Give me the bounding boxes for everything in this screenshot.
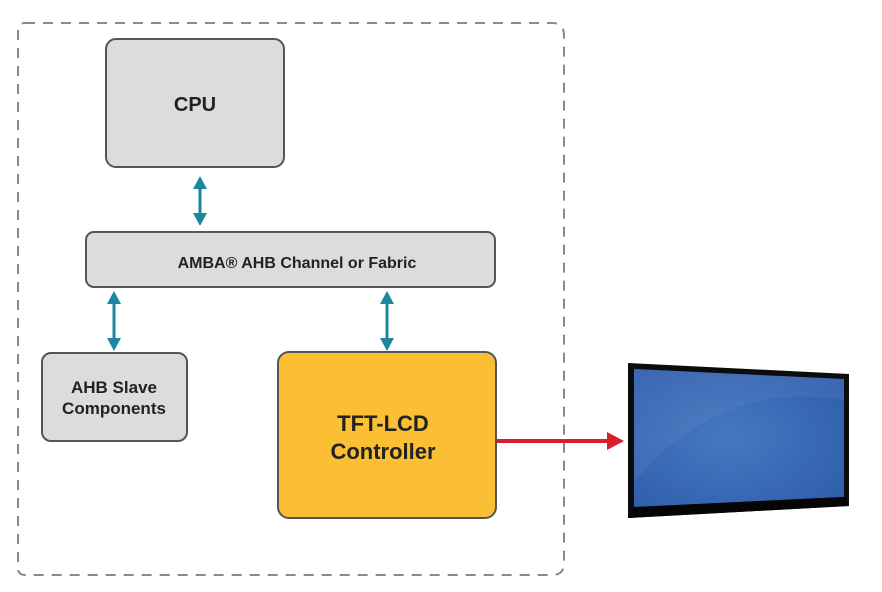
arrowhead-up-icon bbox=[107, 291, 121, 304]
tft-lcd-controller-box bbox=[277, 351, 497, 519]
ahb-slave-label-line1: AHB Slave bbox=[71, 378, 157, 397]
arrowhead-down-icon bbox=[107, 338, 121, 351]
ahb-slave-block[interactable]: AHB Slave Components bbox=[41, 352, 188, 442]
arrowhead-down-icon bbox=[193, 213, 207, 226]
arrowhead-up-icon bbox=[380, 291, 394, 304]
ahb-bus-label: AMBA® AHB Channel or Fabric bbox=[178, 255, 417, 272]
display-reflection bbox=[634, 369, 844, 482]
ahb-slave-box bbox=[41, 352, 188, 442]
cpu-block[interactable]: CPU bbox=[105, 38, 285, 168]
arrow-cpu-bus bbox=[193, 176, 207, 226]
ahb-bus-box bbox=[85, 231, 496, 288]
lcd-display-icon bbox=[628, 363, 849, 518]
arrowhead-right-icon bbox=[607, 432, 624, 450]
arrow-controller-display bbox=[497, 432, 624, 450]
display-screen bbox=[634, 369, 844, 507]
ahb-bus-block[interactable]: AMBA® AHB Channel or Fabric bbox=[85, 231, 496, 288]
arrowhead-up-icon bbox=[193, 176, 207, 189]
controller-label-line2: Controller bbox=[330, 439, 436, 464]
ahb-slave-label-line2: Components bbox=[62, 399, 166, 418]
arrowhead-down-icon bbox=[380, 338, 394, 351]
tft-lcd-controller-block[interactable]: TFT-LCD Controller bbox=[277, 351, 497, 519]
cpu-label: CPU bbox=[174, 94, 216, 116]
cpu-box bbox=[105, 38, 285, 168]
controller-label-line1: TFT-LCD bbox=[337, 411, 429, 436]
arrow-bus-slave bbox=[107, 291, 121, 351]
arrow-bus-controller bbox=[380, 291, 394, 351]
display-bezel-bottom bbox=[628, 497, 849, 518]
